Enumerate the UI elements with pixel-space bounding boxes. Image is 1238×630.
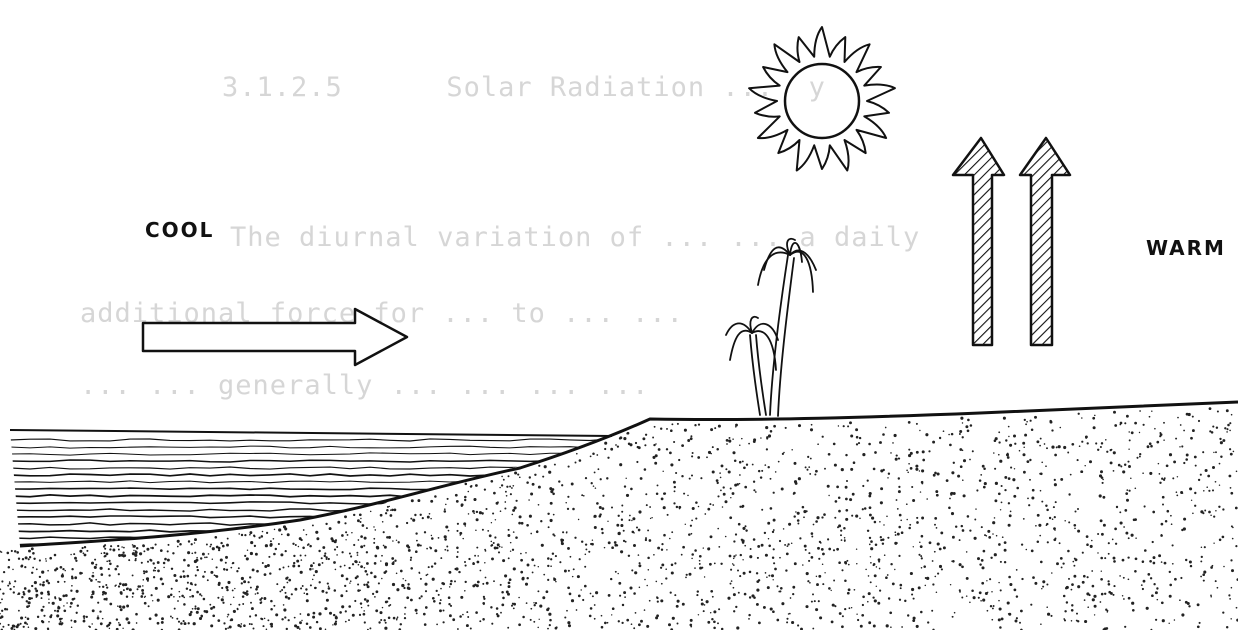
cool-label: COOL <box>145 218 214 242</box>
warm-label: WARM <box>1146 236 1226 260</box>
up-arrow-icon <box>953 138 1004 345</box>
sea-surface-line <box>10 430 612 436</box>
right-arrow-icon <box>143 309 407 365</box>
palm-tree-icon <box>726 239 816 416</box>
sun-icon <box>749 27 895 171</box>
up-arrow-icon <box>1020 138 1070 345</box>
